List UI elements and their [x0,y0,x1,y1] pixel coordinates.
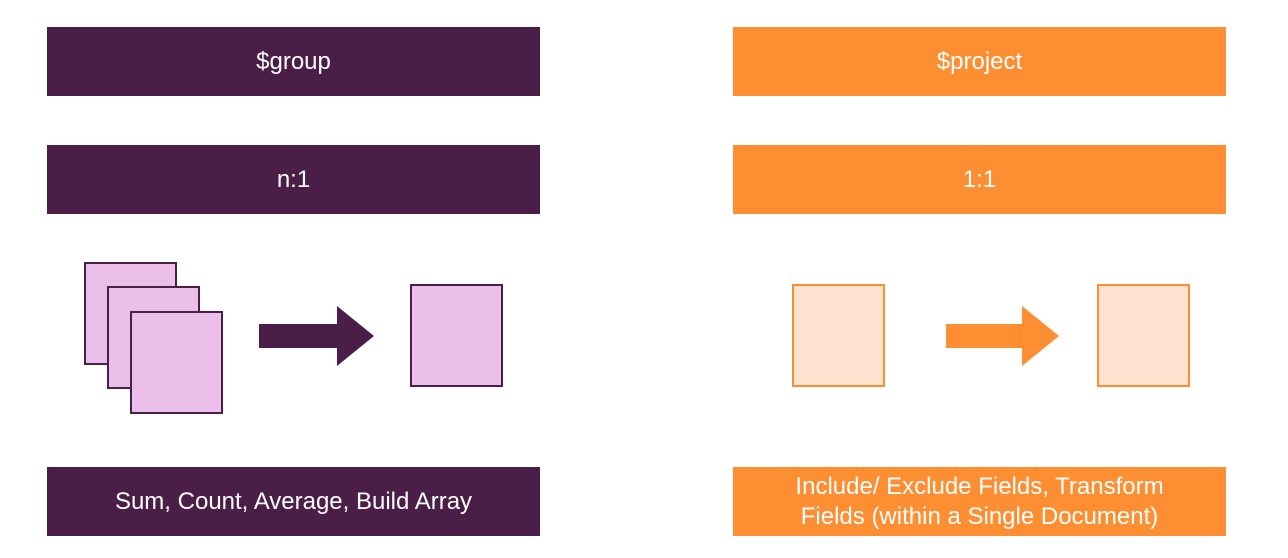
group-title-banner: $group [47,27,540,96]
project-arrow-icon [946,306,1059,366]
group-title: $group [256,47,331,75]
group-operations: Sum, Count, Average, Build Array [114,487,473,515]
project-operations: Include/ Exclude Fields, Transform Field… [795,472,1164,530]
project-ratio: 1:1 [962,165,997,193]
group-ratio: n:1 [276,165,311,193]
project-title: $project [936,47,1023,75]
group-input-document-3 [130,311,223,414]
project-operations-banner: Include/ Exclude Fields, Transform Field… [733,467,1226,536]
group-arrow-icon [259,306,374,366]
project-input-document [792,284,885,387]
project-title-banner: $project [733,27,1226,96]
group-output-document [410,284,503,387]
project-output-document [1097,284,1190,387]
project-ratio-banner: 1:1 [733,145,1226,214]
group-operations-banner: Sum, Count, Average, Build Array [47,467,540,536]
group-ratio-banner: n:1 [47,145,540,214]
